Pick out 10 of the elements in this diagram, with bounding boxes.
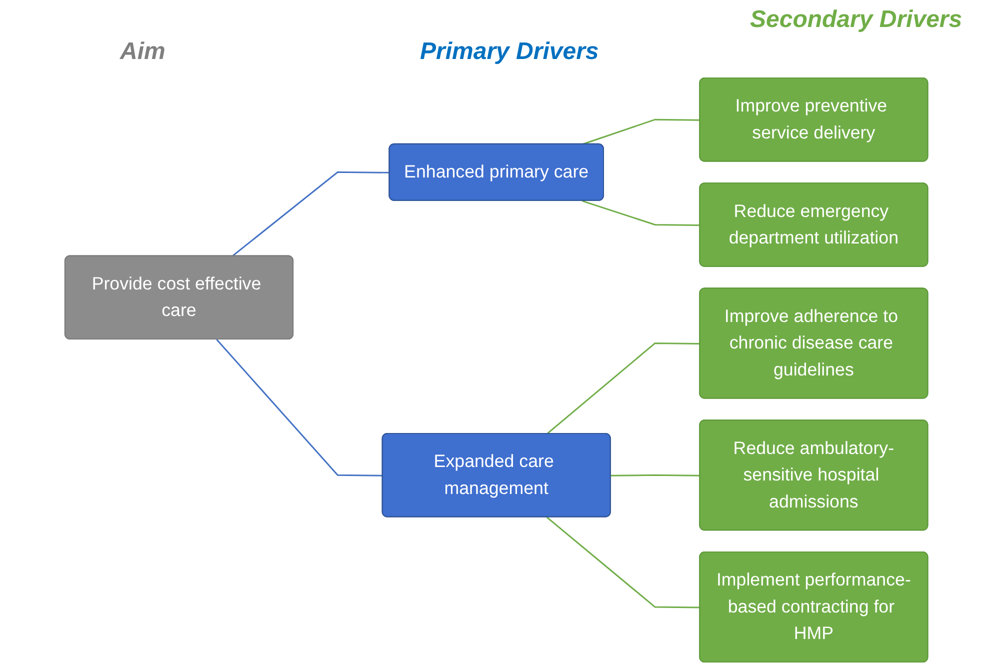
connector — [231, 171, 390, 257]
column-heading: Secondary Drivers — [750, 6, 962, 34]
connector — [582, 118, 700, 146]
column-heading: Aim — [120, 38, 166, 66]
connector — [610, 474, 700, 476]
column-heading: Primary Drivers — [420, 38, 599, 66]
connector — [546, 516, 700, 608]
connector — [582, 200, 700, 226]
connector — [546, 342, 700, 435]
connector — [216, 339, 382, 476]
